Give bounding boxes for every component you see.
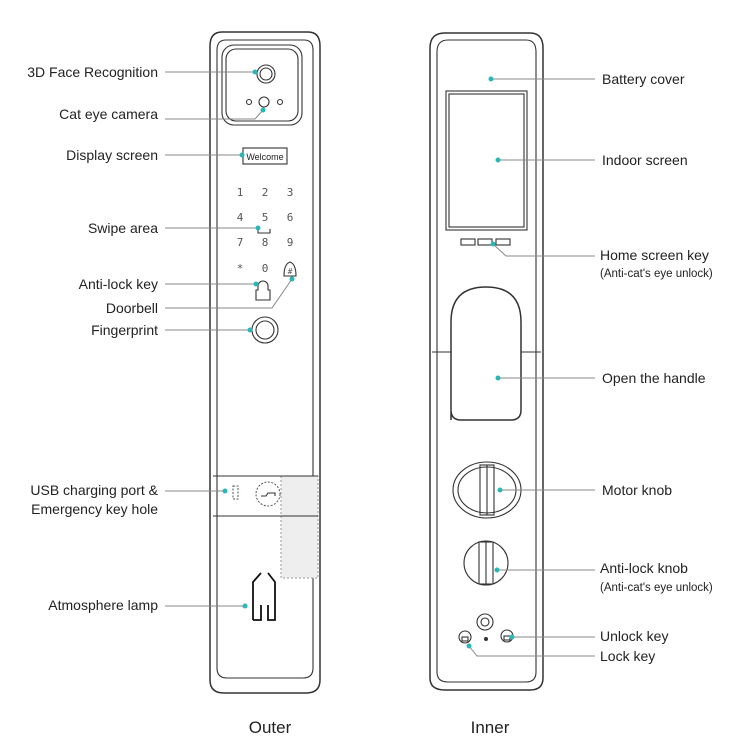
label-anti-lock-key: Anti-lock key [79,276,158,292]
label-emergency-key-hole: Emergency key hole [31,501,158,517]
label-atmosphere-lamp: Atmosphere lamp [48,597,158,613]
label-cat-eye-camera: Cat eye camera [59,106,158,122]
key-4[interactable]: 4 [237,211,244,224]
anti-lock-knob[interactable] [463,540,509,586]
doorbell-icon [283,261,297,277]
keyhole-icon [476,613,494,631]
display-text: Welcome [246,152,283,162]
label-open-handle: Open the handle [602,370,706,386]
cat-eye-camera-icon [258,96,270,108]
key-9[interactable]: 9 [287,236,294,249]
face-sensor-icon [256,64,276,84]
label-motor-knob: Motor knob [602,482,672,498]
label-indoor-screen: Indoor screen [602,152,688,168]
label-display-screen: Display screen [66,147,158,163]
caption-outer: Outer [249,718,292,737]
atmosphere-lamp-icon [252,572,276,621]
key-0[interactable]: 0 [262,262,269,275]
outer-lock: Welcome 1 2 3 4 5 6 7 8 9 * 0 # [209,31,321,694]
keypad: 1 2 3 4 5 6 7 8 9 * 0 # [237,186,297,301]
key-3[interactable]: 3 [287,186,294,199]
label-home-screen-key-sub: (Anti-cat's eye unlock) [600,268,713,280]
outer-callouts: 3D Face Recognition Cat eye camera Displ… [27,64,295,737]
screen-key-right[interactable] [495,238,511,246]
key-2[interactable]: 2 [262,186,269,199]
label-usb-port: USB charging port & [30,482,158,498]
label-unlock-key: Unlock key [600,628,668,644]
inner-lock [429,32,544,691]
label-fingerprint: Fingerprint [91,322,158,338]
key-7[interactable]: 7 [237,236,244,249]
label-anti-lock-knob-sub: (Anti-cat's eye unlock) [600,582,713,594]
label-3d-face-recognition: 3D Face Recognition [27,64,158,80]
inner-callouts: Battery cover Indoor screen Home screen … [466,71,713,737]
lock-key[interactable] [458,630,472,644]
label-swipe-area: Swipe area [88,220,158,236]
screen-key-left[interactable] [460,238,476,246]
key-hash[interactable]: # [288,267,293,276]
usb-port-icon [232,485,239,500]
handle[interactable] [450,286,522,421]
caption-inner: Inner [471,718,510,737]
key-5[interactable]: 5 [262,211,269,224]
label-battery-cover: Battery cover [602,71,685,87]
label-lock-key: Lock key [600,648,655,664]
label-doorbell: Doorbell [106,300,158,316]
label-anti-lock-knob: Anti-lock knob [600,560,688,576]
key-6[interactable]: 6 [287,211,294,224]
key-1[interactable]: 1 [237,186,244,199]
label-home-screen-key: Home screen key [600,247,709,263]
key-8[interactable]: 8 [262,236,269,249]
emergency-keyhole-icon [255,481,281,507]
swipe-icon [257,229,271,234]
key-star[interactable]: * [237,262,244,275]
camera-module [221,44,303,126]
